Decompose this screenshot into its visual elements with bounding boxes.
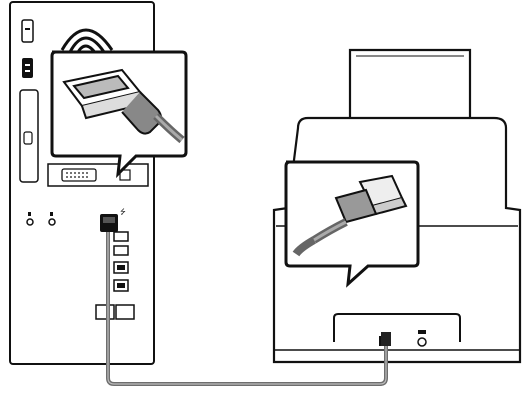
usb-a-callout <box>50 50 188 179</box>
power-port-icon <box>417 330 427 347</box>
usb-a-plug-zoom-icon <box>62 68 185 144</box>
drive-slot <box>22 58 33 78</box>
power-button <box>21 19 34 43</box>
audio-jack-icon <box>26 212 56 226</box>
usb-b-plug-zoom-icon <box>292 174 408 257</box>
usb-a-plug-icon <box>100 214 118 232</box>
usb-cable <box>106 232 391 386</box>
usb-b-callout <box>284 160 420 288</box>
usb-symbol: ⭍ <box>120 208 126 216</box>
